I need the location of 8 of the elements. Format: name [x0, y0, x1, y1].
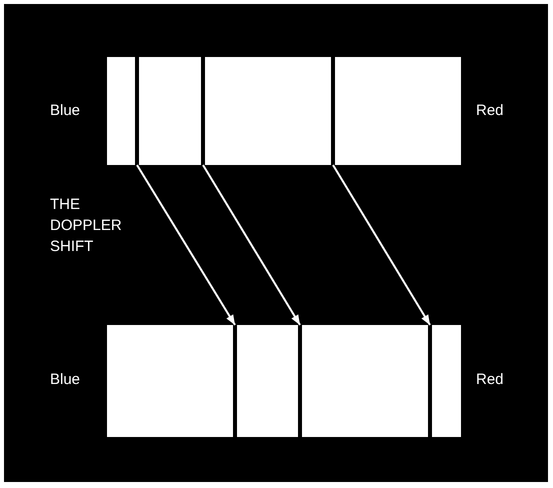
color-label: Red — [476, 101, 504, 121]
arrow — [136, 164, 236, 326]
color-label: Blue — [50, 101, 80, 121]
arrow — [202, 164, 301, 326]
caption-text: THE DOPPLER SHIFT — [50, 195, 123, 257]
color-label: Red — [476, 370, 504, 390]
color-label: Blue — [50, 370, 80, 390]
arrow — [332, 164, 431, 326]
